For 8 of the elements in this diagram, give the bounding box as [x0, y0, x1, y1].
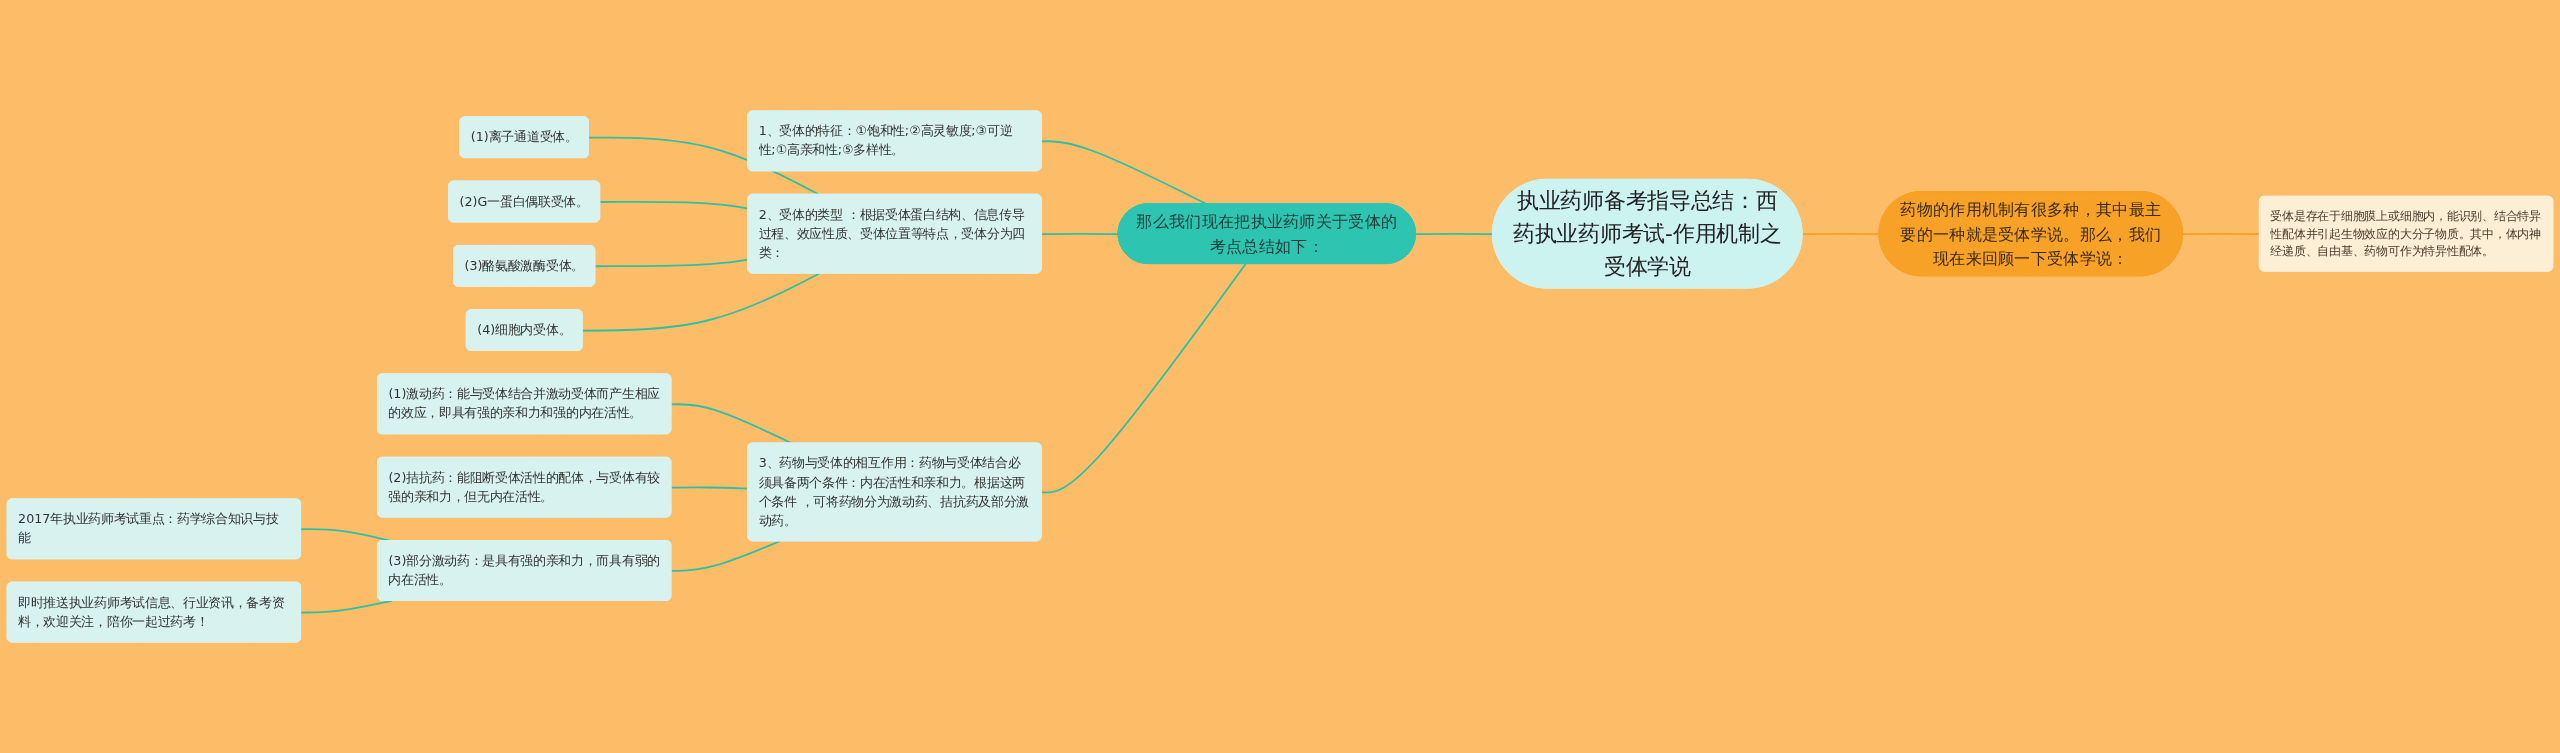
connector	[2182, 232, 2261, 236]
connector	[1040, 263, 1247, 494]
connector	[300, 599, 393, 614]
connector	[1040, 232, 1120, 236]
connector	[1415, 232, 1494, 236]
connector	[587, 136, 821, 196]
connector	[581, 272, 821, 332]
connector	[670, 540, 781, 572]
